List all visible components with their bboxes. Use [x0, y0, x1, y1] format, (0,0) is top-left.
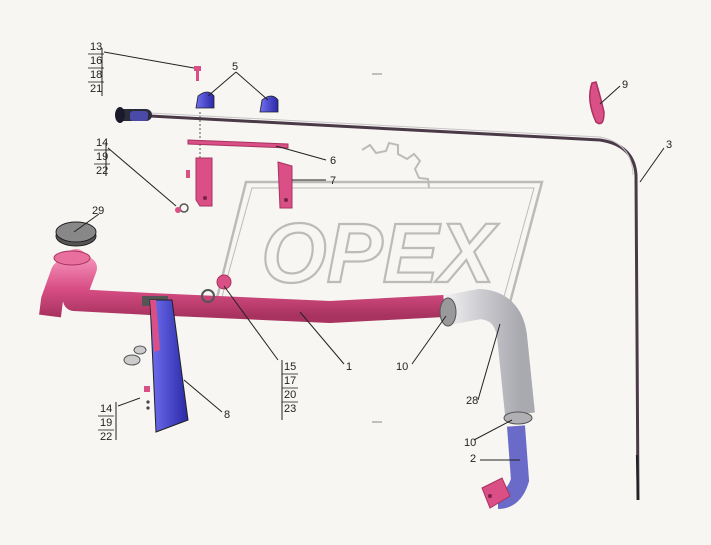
callout-13: 13 16 18 21: [90, 41, 102, 95]
callout-15: 15 17 20 23: [284, 361, 296, 415]
svg-text:10: 10: [396, 361, 408, 373]
svg-text:1: 1: [346, 361, 352, 373]
svg-text:29: 29: [92, 205, 104, 217]
svg-text:14: 14: [100, 403, 112, 415]
svg-text:28: 28: [466, 395, 478, 407]
callout-7: 7: [330, 175, 336, 187]
watermark-gear: [361, 141, 430, 189]
cap-part-29: [55, 221, 97, 247]
callout-2: 2: [470, 453, 476, 465]
watermark-text: OPEX: [261, 206, 499, 300]
svg-text:10: 10: [464, 437, 476, 449]
callout-8: 8: [224, 409, 230, 421]
bolt-part-15: [201, 274, 232, 303]
hardware-lower-left: [123, 345, 150, 410]
callout-28: 28: [466, 395, 478, 407]
svg-text:16: 16: [90, 55, 102, 67]
callout-14-upper: 14 19 22: [96, 137, 108, 177]
svg-text:14: 14: [96, 137, 108, 149]
elbow-part-2: [481, 425, 530, 509]
svg-text:23: 23: [284, 403, 296, 415]
dipstick-rod: [115, 107, 640, 501]
svg-text:3: 3: [666, 139, 672, 151]
stray-marks: [372, 73, 382, 423]
callout-1: 1: [346, 361, 352, 373]
svg-text:20: 20: [284, 389, 296, 401]
svg-text:7: 7: [330, 175, 336, 187]
svg-text:19: 19: [96, 151, 108, 163]
callout-10-upper: 10: [396, 361, 408, 373]
svg-text:18: 18: [90, 69, 102, 81]
svg-text:21: 21: [90, 83, 102, 95]
leader-lines: [73, 48, 665, 461]
svg-text:19: 19: [100, 417, 112, 429]
svg-text:5: 5: [232, 61, 238, 73]
svg-text:6: 6: [330, 155, 336, 167]
callout-6: 6: [330, 155, 336, 167]
callout-underlines: [88, 53, 298, 431]
callout-29: 29: [92, 205, 104, 217]
svg-text:17: 17: [284, 375, 296, 387]
watermark: OPEX: [212, 141, 544, 312]
svg-text:13: 13: [90, 41, 102, 53]
callout-10-lower: 10: [464, 437, 476, 449]
bracket-part-8: [149, 299, 189, 433]
svg-text:22: 22: [100, 431, 112, 443]
callout-5: 5: [232, 61, 238, 73]
callout-3: 3: [666, 139, 672, 151]
callout-14-lower: 14 19 22: [100, 403, 112, 443]
svg-text:15: 15: [284, 361, 296, 373]
washer-part-14: [175, 170, 190, 213]
svg-text:2: 2: [470, 453, 476, 465]
callout-9: 9: [622, 79, 628, 91]
svg-text:9: 9: [622, 79, 628, 91]
bracket-part-7: [195, 157, 293, 209]
svg-text:22: 22: [96, 165, 108, 177]
hose-part-28: [439, 288, 535, 416]
bracket-parts-5: [195, 91, 279, 113]
clip-part: [589, 81, 605, 125]
svg-text:8: 8: [224, 409, 230, 421]
plate-part-6: [187, 139, 289, 149]
